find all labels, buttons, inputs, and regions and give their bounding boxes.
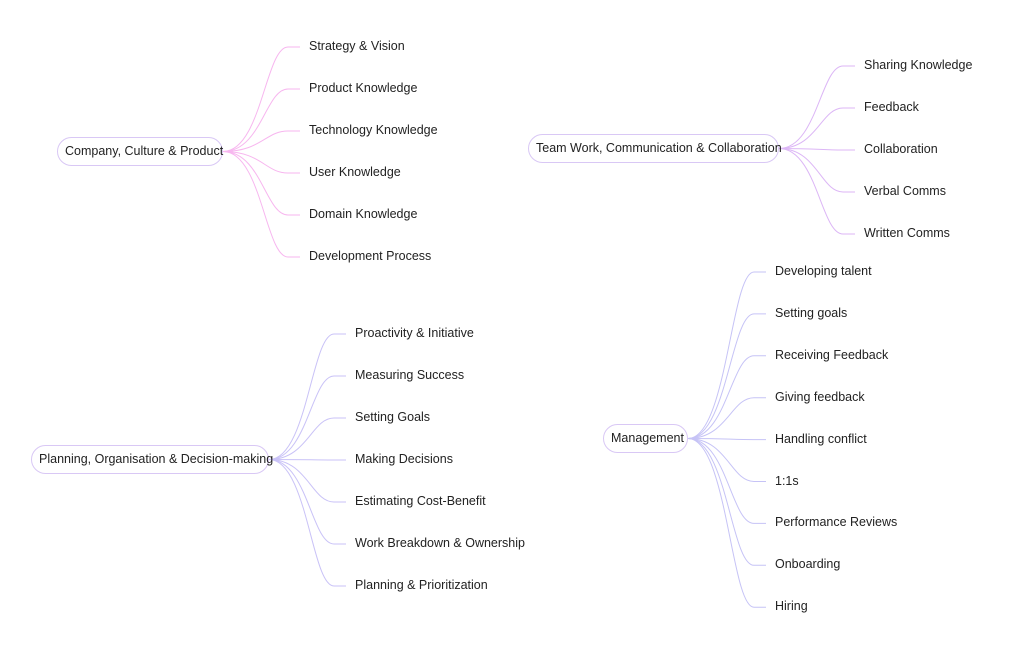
link-line [687,397,766,439]
topic-node[interactable]: Team Work, Communication & Collaboration [528,134,782,163]
branch-links-2 [268,333,346,587]
child-node[interactable]: User Knowledge [309,165,401,179]
link-line [222,151,300,216]
child-node[interactable]: Work Breakdown & Ownership [355,536,525,550]
link-line [268,459,346,461]
branch-links-1 [778,65,855,235]
branch-links-0 [222,46,300,258]
branch-links-3 [687,271,766,608]
child-node[interactable]: Estimating Cost-Benefit [355,494,486,508]
link-line [778,107,855,149]
child-node[interactable]: Setting Goals [355,410,431,424]
child-node[interactable]: Planning & Prioritization [355,578,488,592]
link-line [222,88,300,152]
child-node[interactable]: Sharing Knowledge [864,58,973,72]
topic-node[interactable]: Planning, Organisation & Decision-making [31,445,273,474]
link-line [687,313,766,439]
link-line [268,459,346,587]
link-line [687,438,766,441]
child-node[interactable]: Giving feedback [775,389,865,404]
link-line [687,438,766,482]
child-node[interactable]: Technology Knowledge [309,123,438,137]
link-line [687,438,766,524]
child-node[interactable]: Receiving Feedback [775,347,889,362]
link-line [778,148,855,193]
link-line [268,375,346,460]
child-node[interactable]: Proactivity & Initiative [355,326,474,340]
link-line [222,46,300,152]
child-node[interactable]: Feedback [864,100,919,114]
child-node[interactable]: Domain Knowledge [309,207,418,221]
link-line [268,459,346,503]
link-line [268,417,346,460]
link-line [268,333,346,460]
child-node[interactable]: Hiring [775,599,808,614]
child-node[interactable]: 1:1s [775,473,799,488]
link-line [222,151,300,174]
link-line [687,355,766,439]
child-node[interactable]: Measuring Success [355,368,465,382]
topic-node[interactable]: Management [603,424,688,453]
topic-node[interactable]: Company, Culture & Product [57,137,223,166]
child-node[interactable]: Handling conflict [775,431,867,446]
link-line [687,438,766,608]
link-line [222,151,300,258]
link-line [687,438,766,566]
link-line [687,271,766,439]
child-node[interactable]: Development Process [309,249,432,263]
child-node[interactable]: Written Comms [864,226,950,240]
child-node[interactable]: Making Decisions [355,452,453,466]
link-line [778,148,855,151]
link-line [222,130,300,152]
child-node[interactable]: Strategy & Vision [309,39,405,53]
link-line [778,148,855,235]
child-node[interactable]: Onboarding [775,557,841,572]
child-node[interactable]: Performance Reviews [775,515,898,530]
child-node[interactable]: Product Knowledge [309,81,418,95]
child-node[interactable]: Setting goals [775,305,848,320]
child-node[interactable]: Verbal Comms [864,184,946,198]
link-line [268,459,346,545]
link-line [778,65,855,149]
child-node[interactable]: Developing talent [775,264,872,278]
child-node[interactable]: Collaboration [864,142,938,156]
